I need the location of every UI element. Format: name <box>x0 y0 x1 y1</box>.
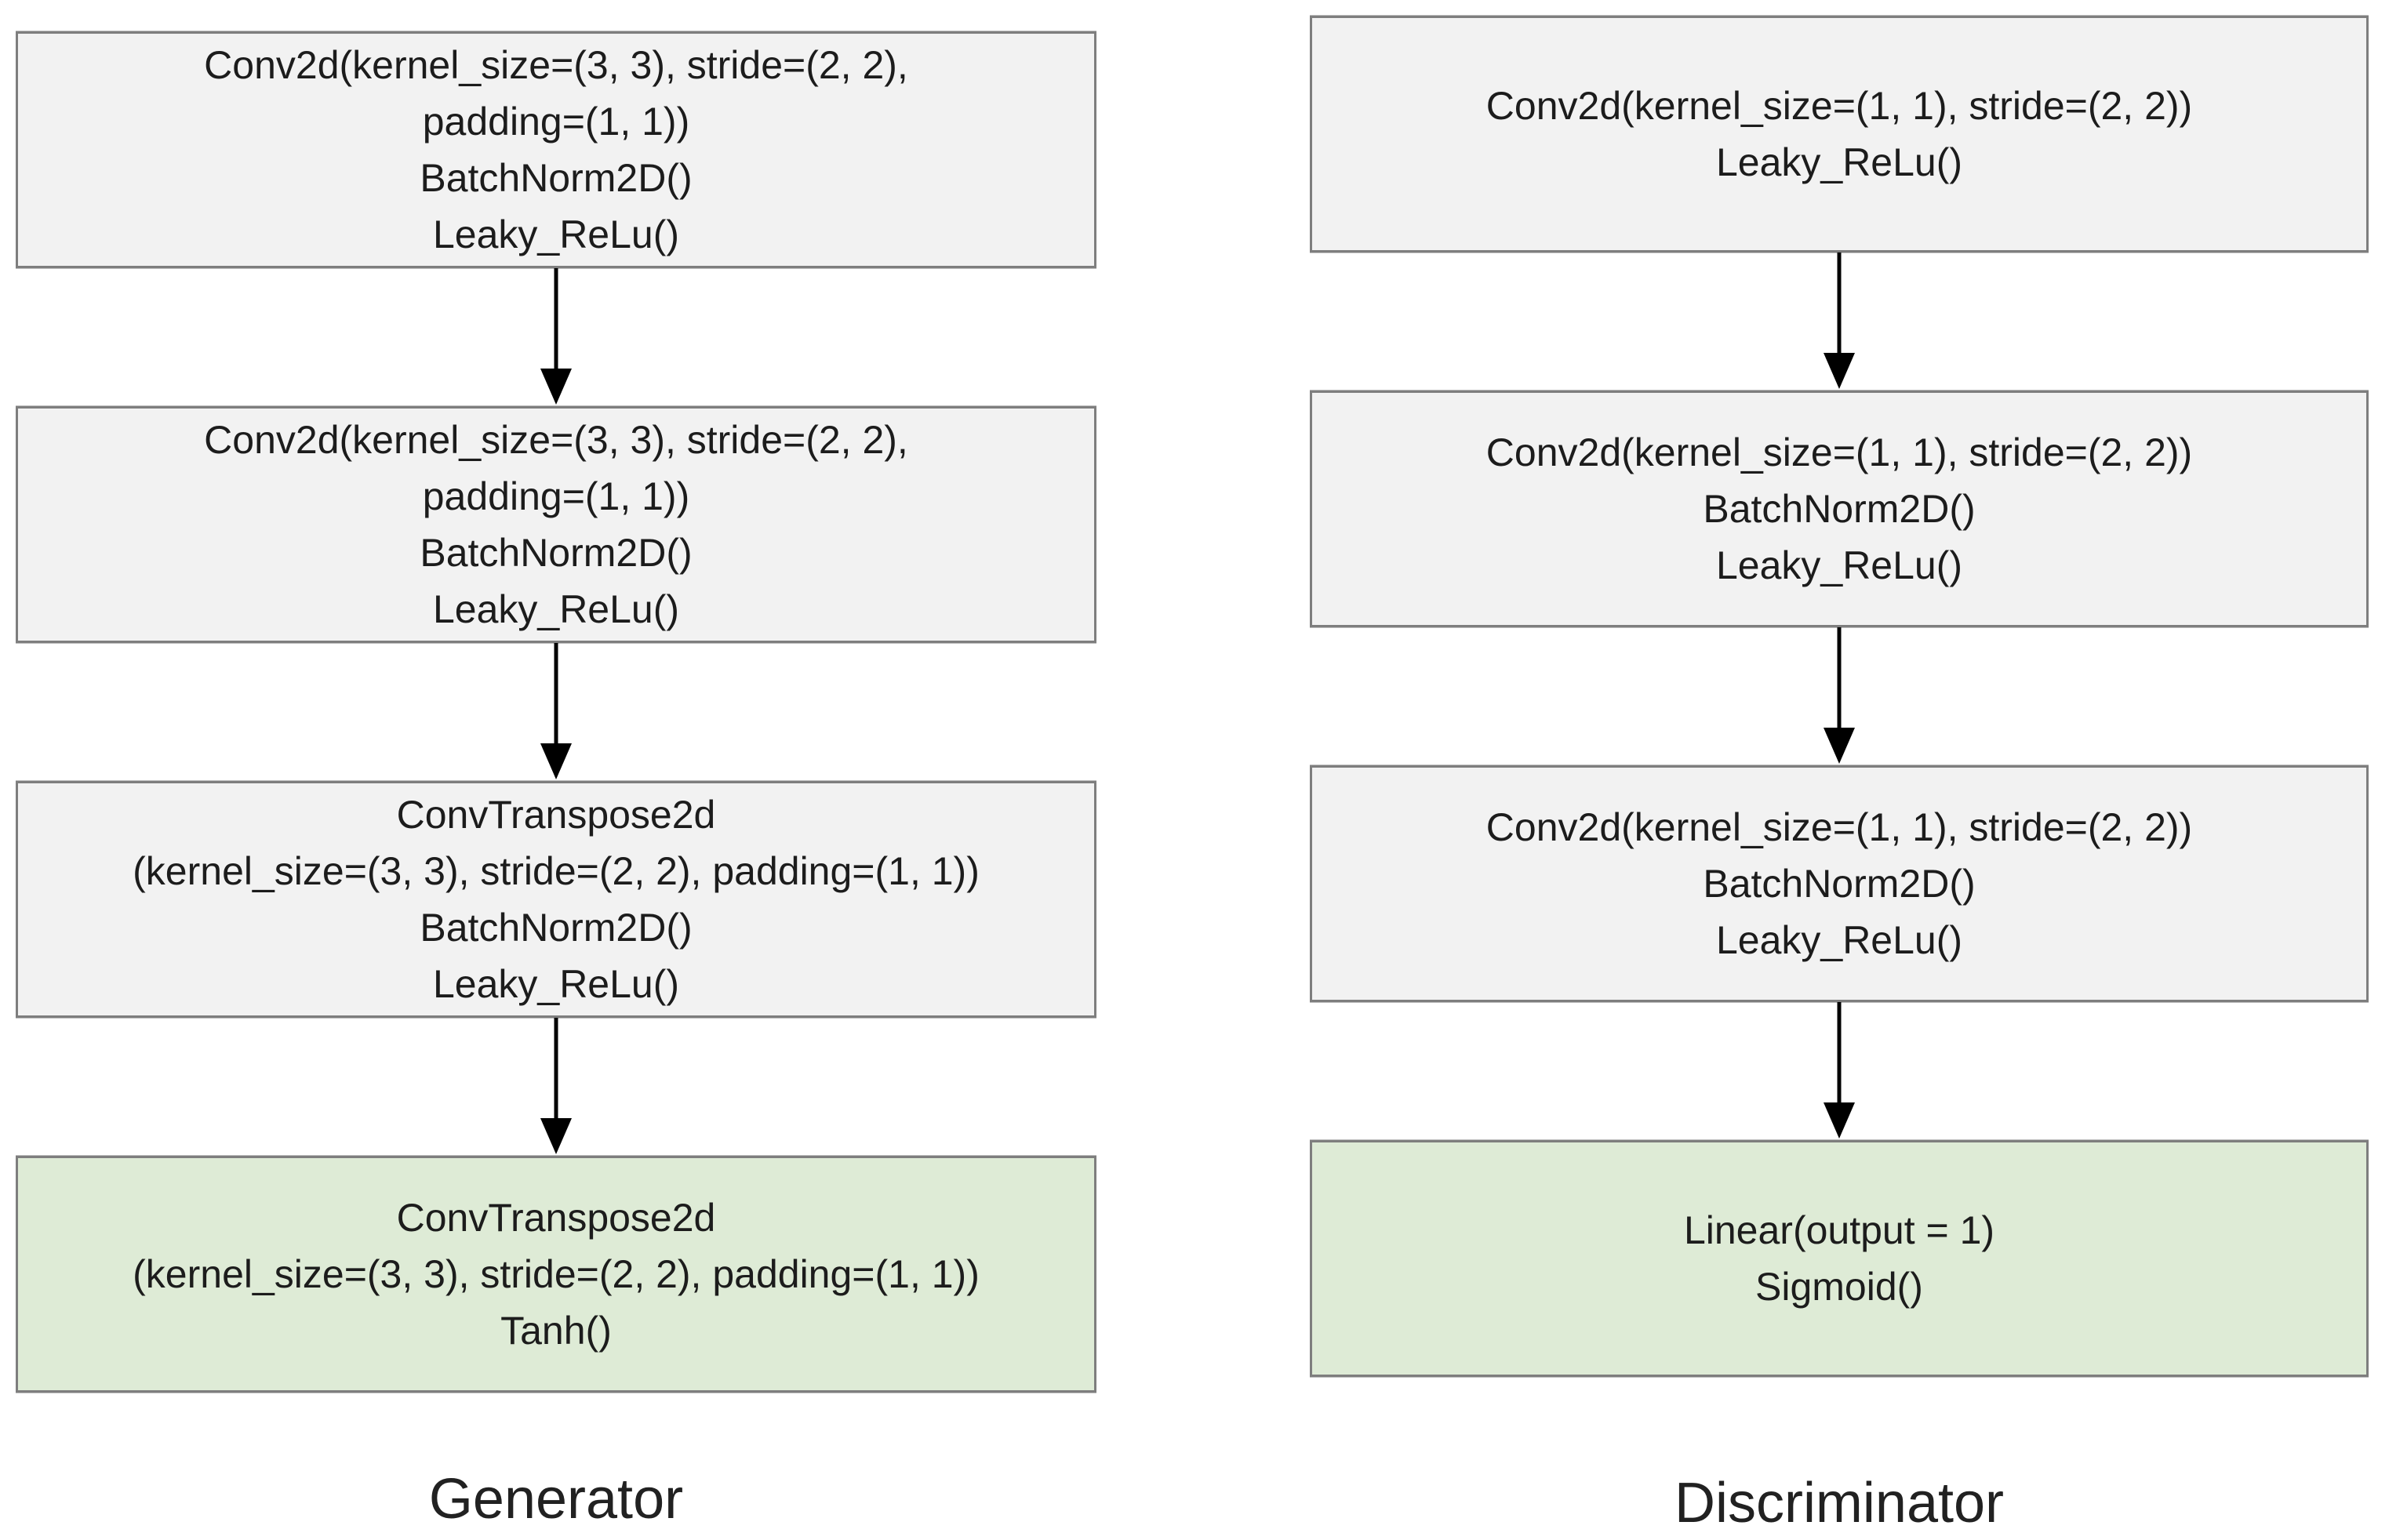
arrow-down-icon <box>540 643 572 779</box>
layer-text-line: BatchNorm2D() <box>1703 487 1976 531</box>
arrow-down-icon <box>540 268 572 405</box>
discriminator-column: Conv2d(kernel_size=(1, 1), stride=(2, 2)… <box>1310 16 2369 1535</box>
layer-text-line: Leaky_ReLu() <box>1715 140 1963 184</box>
discriminator-layer-box-3: Conv2d(kernel_size=(1, 1), stride=(2, 2)… <box>1310 765 2369 1002</box>
layer-text-line: padding=(1, 1)) <box>422 474 690 518</box>
discriminator-layer-box-2: Conv2d(kernel_size=(1, 1), stride=(2, 2)… <box>1310 390 2369 627</box>
discriminator-layer-box-1: Conv2d(kernel_size=(1, 1), stride=(2, 2)… <box>1310 16 2369 252</box>
generator-layer-box-2: Conv2d(kernel_size=(3, 3), stride=(2, 2)… <box>16 406 1096 643</box>
layer-text-line: BatchNorm2D() <box>1703 862 1976 906</box>
discriminator-flow-arrow-2 <box>1310 627 2369 765</box>
arrow-down-icon <box>1824 1002 1855 1139</box>
arrow-down-icon <box>1824 252 1855 389</box>
layer-text-line: Conv2d(kernel_size=(1, 1), stride=(2, 2)… <box>1485 84 2193 128</box>
layer-text-line: BatchNorm2D() <box>420 531 693 575</box>
generator-output-box: ConvTranspose2d (kernel_size=(3, 3), str… <box>16 1156 1096 1393</box>
layer-text-line: BatchNorm2D() <box>420 906 693 950</box>
arrow-down-icon <box>1824 627 1855 764</box>
layer-text-line: Leaky_ReLu() <box>1715 543 1963 587</box>
generator-flow-arrow-1 <box>16 268 1096 406</box>
layer-text-line: Leaky_ReLu() <box>432 962 680 1006</box>
layer-text-line: Leaky_ReLu() <box>432 212 680 256</box>
generator-layer-box-1: Conv2d(kernel_size=(3, 3), stride=(2, 2)… <box>16 31 1096 268</box>
layer-text-line: Conv2d(kernel_size=(3, 3), stride=(2, 2)… <box>204 418 908 462</box>
discriminator-label: Discriminator <box>1674 1472 2005 1535</box>
layer-text-line: Leaky_ReLu() <box>1715 918 1963 962</box>
layer-text-line: BatchNorm2D() <box>420 156 693 200</box>
layer-text-line: ConvTranspose2d <box>396 1196 716 1240</box>
layer-text-line: Conv2d(kernel_size=(1, 1), stride=(2, 2)… <box>1485 805 2193 849</box>
generator-flow-arrow-3 <box>16 1018 1096 1156</box>
layer-text-line: ConvTranspose2d <box>396 793 716 837</box>
layer-text-line: (kernel_size=(3, 3), stride=(2, 2), padd… <box>133 1252 980 1296</box>
layer-text-line: Linear(output = 1) <box>1683 1208 1995 1252</box>
generator-layer-box-3: ConvTranspose2d (kernel_size=(3, 3), str… <box>16 781 1096 1018</box>
layer-text-line: Sigmoid() <box>1755 1265 1923 1309</box>
layer-text-line: Conv2d(kernel_size=(3, 3), stride=(2, 2)… <box>204 43 908 87</box>
generator-label: Generator <box>428 1468 684 1531</box>
layer-text-line: Conv2d(kernel_size=(1, 1), stride=(2, 2)… <box>1485 430 2193 474</box>
discriminator-output-box: Linear(output = 1) Sigmoid() <box>1310 1140 2369 1377</box>
discriminator-flow-arrow-1 <box>1310 252 2369 390</box>
layer-text-line: Tanh() <box>500 1309 612 1353</box>
layer-text-line: Leaky_ReLu() <box>432 587 680 631</box>
arrow-down-icon <box>540 1018 572 1154</box>
layer-text-line: (kernel_size=(3, 3), stride=(2, 2), padd… <box>133 849 980 893</box>
layer-text-line: padding=(1, 1)) <box>422 100 690 143</box>
generator-column: Conv2d(kernel_size=(3, 3), stride=(2, 2)… <box>16 31 1096 1531</box>
generator-flow-arrow-2 <box>16 643 1096 781</box>
discriminator-flow-arrow-3 <box>1310 1002 2369 1140</box>
